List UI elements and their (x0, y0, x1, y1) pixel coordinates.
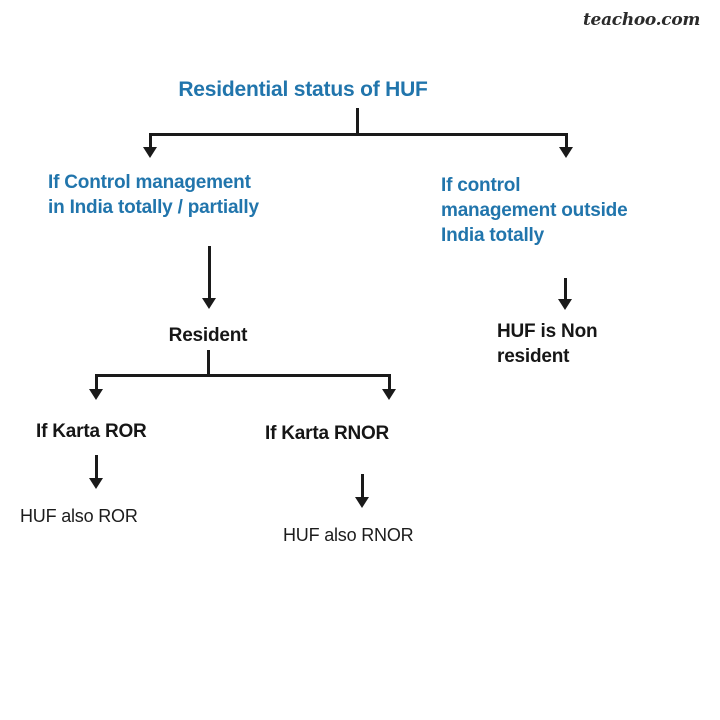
arrowhead-root-left (143, 147, 157, 158)
node-if-karta-rnor: If Karta RNOR (265, 423, 390, 444)
arrowhead-nonresident (558, 299, 572, 310)
connector-resident-bar (96, 374, 391, 377)
connector-resident-stub (207, 350, 210, 376)
node-resident: Resident (168, 325, 248, 346)
node-branch-control-management-outside-india: If control management outside India tota… (441, 175, 628, 247)
node-if-karta-ror: If Karta ROR (36, 421, 147, 442)
node-huf-is-non-resident: HUF is Non resident (497, 321, 598, 368)
node-root-residential-status: Residential status of HUF (178, 78, 428, 101)
connector-karta-ror-to-huf-ror (95, 455, 98, 481)
arrowhead-karta-rnor (382, 389, 396, 400)
arrowhead-karta-ror (89, 389, 103, 400)
node-huf-also-ror: HUF also ROR (20, 506, 138, 526)
connector-resident-left-drop (95, 374, 98, 392)
connector-root-right-drop (565, 133, 568, 151)
connector-left-to-resident (208, 246, 211, 301)
teachoo-watermark: teachoo.com (583, 10, 701, 30)
connector-right-to-nonresident (564, 278, 567, 302)
connector-resident-right-drop (388, 374, 391, 392)
connector-karta-rnor-to-huf-rnor (361, 474, 364, 500)
arrowhead-root-right (559, 147, 573, 158)
connector-root-stub (356, 108, 359, 135)
node-branch-control-management-india: If Control management in India totally /… (48, 172, 259, 219)
arrowhead-huf-also-rnor (355, 497, 369, 508)
arrowhead-huf-also-ror (89, 478, 103, 489)
arrowhead-resident (202, 298, 216, 309)
connector-root-bar (150, 133, 568, 136)
node-huf-also-rnor: HUF also RNOR (283, 525, 414, 545)
connector-root-left-drop (149, 133, 152, 151)
